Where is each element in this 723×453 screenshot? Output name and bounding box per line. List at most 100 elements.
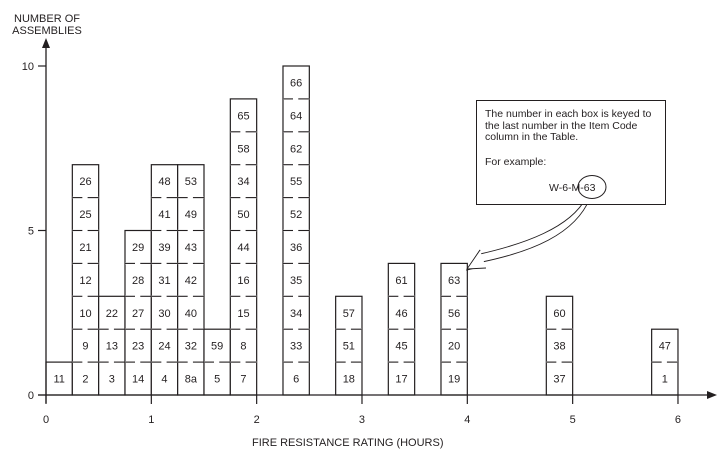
- item-number-label: 19: [448, 374, 460, 386]
- y-tick-label: 10: [22, 61, 34, 73]
- x-tick-label: 2: [254, 414, 260, 426]
- item-number-label: 61: [395, 275, 407, 287]
- bar-stack: 11: [45, 361, 73, 396]
- item-number-label: 9: [82, 341, 88, 353]
- bar-outline: [71, 164, 100, 396]
- item-number-label: 64: [290, 110, 302, 122]
- item-number-label: 38: [553, 341, 565, 353]
- y-axis-label: NUMBER OF ASSEMBLIES: [9, 13, 85, 37]
- item-number-label: 12: [79, 275, 91, 287]
- bar-stack: 17 45 46 61: [387, 262, 416, 396]
- item-number-label: 6: [293, 374, 299, 386]
- item-number-label: 2: [82, 374, 88, 386]
- item-number-label: 21: [79, 242, 91, 254]
- x-tick-label: 0: [43, 414, 49, 426]
- item-number-label: 59: [211, 341, 223, 353]
- item-number-label: 27: [132, 308, 144, 320]
- item-number-label: 4: [161, 374, 167, 386]
- arrow-head-outline: [466, 249, 487, 270]
- item-number-label: 44: [237, 242, 249, 254]
- y-axis-arrow-icon: [42, 38, 50, 48]
- item-number-label: 57: [343, 308, 355, 320]
- item-number-label: 30: [158, 308, 170, 320]
- item-number-label: 56: [448, 308, 460, 320]
- x-tick-label: 5: [570, 414, 576, 426]
- item-number-label: 23: [132, 341, 144, 353]
- item-number-label: 40: [185, 308, 197, 320]
- item-number-label: 5: [214, 374, 220, 386]
- callout-note-text: The number in each box is keyed to the l…: [485, 108, 652, 143]
- item-number-label: 49: [185, 209, 197, 221]
- arrow-shaft-edge: [479, 197, 587, 255]
- example-code-prefix: W-6-M-: [549, 182, 584, 194]
- x-axis-arrow-icon: [707, 391, 717, 399]
- item-number-label: 62: [290, 143, 302, 155]
- item-number-label: 51: [343, 341, 355, 353]
- y-tick-label: 5: [28, 226, 34, 238]
- item-number-label: 7: [240, 374, 246, 386]
- item-number-label: 10: [79, 308, 91, 320]
- item-number-label: 1: [662, 374, 668, 386]
- bar-stack: 19 20 56 63: [440, 262, 468, 396]
- bar-stack: 14 23 27 28 29: [124, 229, 152, 396]
- item-number-label: 16: [237, 275, 249, 287]
- item-number-label: 36: [290, 242, 302, 254]
- item-number-label: 45: [395, 341, 407, 353]
- item-number-label: 48: [158, 176, 170, 188]
- item-number-label: 34: [237, 176, 249, 188]
- item-number-label: 14: [132, 374, 144, 386]
- item-number-label: 13: [106, 341, 118, 353]
- item-number-label: 20: [448, 341, 460, 353]
- item-number-label: 8: [240, 341, 246, 353]
- item-number-label: 17: [395, 374, 407, 386]
- item-number-label: 43: [185, 242, 197, 254]
- y-axis-label-line2: ASSEMBLIES: [12, 25, 82, 37]
- bar-outline: [335, 295, 363, 396]
- y-tick-label: 0: [28, 390, 34, 402]
- bar-stack: 5 59: [203, 328, 231, 396]
- x-tick-label: 4: [464, 414, 470, 426]
- x-axis-label: FIRE RESISTANCE RATING (HOURS): [252, 437, 444, 449]
- item-number-label: 31: [158, 275, 170, 287]
- item-number-label: 26: [79, 176, 91, 188]
- item-number-label: 29: [132, 242, 144, 254]
- item-number-label: 47: [659, 341, 671, 353]
- item-number-label: 34: [290, 308, 302, 320]
- arrow-shaft-edge: [481, 197, 591, 263]
- item-number-label: 33: [290, 341, 302, 353]
- bar-stack: 2 9 10 12 21 25 26: [71, 164, 100, 396]
- item-number-label: 28: [132, 275, 144, 287]
- item-number-label: 22: [106, 308, 118, 320]
- item-number-label: 60: [553, 308, 565, 320]
- item-number-label: 37: [553, 374, 565, 386]
- item-number-label: 18: [343, 374, 355, 386]
- item-number-label: 35: [290, 275, 302, 287]
- bar-outline: [545, 295, 574, 396]
- x-tick-label: 3: [359, 414, 365, 426]
- example-code-circled-number: 63: [583, 182, 596, 194]
- callout-example-code: W-6-M-63: [549, 182, 595, 194]
- callout-example-label: For example:: [485, 156, 547, 168]
- bar-outline: [177, 164, 205, 396]
- item-number-label: 52: [290, 209, 302, 221]
- item-number-label: 50: [237, 209, 249, 221]
- item-number-label: 11: [53, 374, 64, 386]
- item-number-label: 63: [448, 275, 460, 287]
- item-number-label: 32: [185, 341, 197, 353]
- item-number-label: 24: [158, 341, 170, 353]
- item-number-label: 15: [237, 308, 249, 320]
- callout-note-box: The number in each box is keyed to the l…: [476, 100, 666, 205]
- y-axis-label-line1: NUMBER OF: [14, 13, 80, 25]
- item-number-label: 25: [79, 209, 91, 221]
- item-number-label: 58: [237, 143, 249, 155]
- item-number-label: 66: [290, 77, 302, 89]
- item-number-label: 46: [395, 308, 407, 320]
- bar-outline: [45, 361, 73, 396]
- bar-outline: [150, 164, 179, 396]
- item-number-label: 8a: [185, 374, 198, 386]
